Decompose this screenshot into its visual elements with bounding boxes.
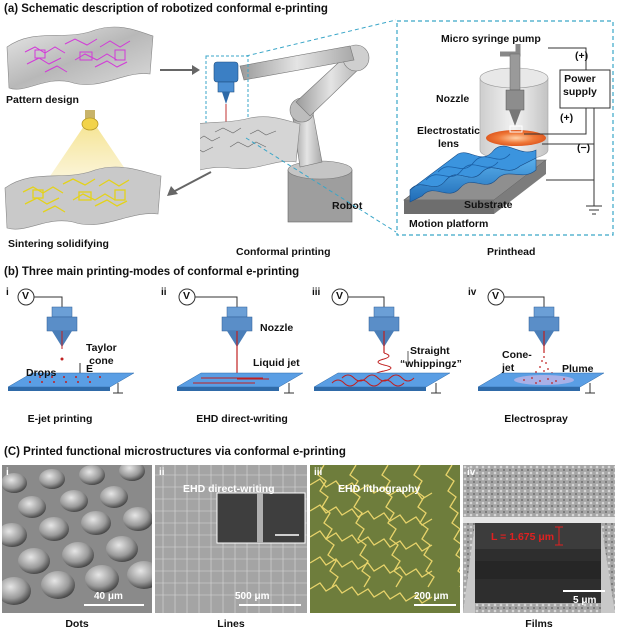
voltage-label: V xyxy=(183,290,191,302)
inset-label: EHD direct-writing xyxy=(183,483,275,495)
robot-label: Robot xyxy=(332,200,363,212)
grid-lines-pattern xyxy=(155,465,307,613)
mode-caption: EHD direct-writing xyxy=(196,413,288,425)
sintering-surface xyxy=(4,166,162,230)
mode-ii: ii V Nozzle Liquid jet EHD direct-writin… xyxy=(157,283,312,433)
thickness-label: L = 1.675 μm xyxy=(491,531,555,543)
image-caption: Films xyxy=(525,618,553,630)
image-caption: Dots xyxy=(65,618,89,630)
ehd-direct-writing-schematic xyxy=(176,288,304,394)
taylor-cone-label: Taylor cone xyxy=(86,342,117,367)
voltage-label: V xyxy=(22,290,30,302)
plus-terminal-2: (+) xyxy=(560,112,574,124)
film-cross-section xyxy=(463,465,615,613)
panel-b-title: (b) Three main printing-modes of conform… xyxy=(4,266,300,278)
nozzle-label-a: Nozzle xyxy=(436,93,470,105)
sintering-label: Sintering solidifying xyxy=(8,238,109,250)
electrostatic-lens-label: Electrostatic lens xyxy=(417,125,481,150)
mode-caption: E-jet printing xyxy=(27,413,93,425)
dots-pattern xyxy=(2,465,152,613)
cone-jet-label: Cone- jet xyxy=(502,349,532,374)
image-roman: ii xyxy=(159,467,165,478)
motion-platform-label: Motion platform xyxy=(409,218,489,230)
image-roman: iii xyxy=(314,467,323,478)
sem-image-dots: i 40 μm xyxy=(2,465,152,613)
eject-schematic xyxy=(7,288,135,394)
mode-i: i V Taylor cone Drops E E-jet printing xyxy=(0,283,155,433)
electrospray-schematic xyxy=(477,288,605,394)
micro-syringe-label: Micro syringe pump xyxy=(441,33,541,45)
lattice-pattern xyxy=(310,465,460,613)
whipping-schematic xyxy=(313,288,451,394)
plume-label: Plume xyxy=(562,363,594,375)
mode-iv: iv V Cone- jet Plume Electrospray xyxy=(466,283,616,433)
mode-caption: Electrospray xyxy=(504,413,568,425)
whipping-label: “whippingz” xyxy=(400,358,462,370)
drops-label: Drops xyxy=(26,367,57,379)
conformal-printing-label: Conformal printing xyxy=(236,246,331,258)
inset-label: EHD lithography xyxy=(338,483,421,495)
pattern-design-label: Pattern design xyxy=(6,94,79,106)
mode-roman: iv xyxy=(468,287,477,298)
sem-image-films: iv L = 1.675 μm 5 μm xyxy=(463,465,615,613)
arrow-right-icon xyxy=(160,65,200,75)
optical-image-lithography: iii EHD lithography 200 μm xyxy=(310,465,460,613)
panel-a-title: (a) Schematic description of robotized c… xyxy=(4,3,328,15)
pattern-design-surface xyxy=(6,26,154,90)
mode-roman: i xyxy=(6,287,9,298)
image-caption: Lines xyxy=(217,618,245,630)
scale-bar-label: 5 μm xyxy=(573,595,597,606)
mode-roman: iii xyxy=(312,287,321,298)
image-roman: iv xyxy=(467,467,476,478)
minus-terminal: (−) xyxy=(577,142,591,154)
sem-image-lines: ii EHD direct-writing 500 μm xyxy=(155,465,307,613)
robot-arm-illustration xyxy=(200,44,370,223)
mode-iii: iii V Straight “whippingz” xyxy=(310,283,470,433)
nozzle-label-b: Nozzle xyxy=(260,322,294,334)
arrow-down-left-icon xyxy=(167,171,212,196)
voltage-label: V xyxy=(492,290,500,302)
scale-bar-label: 200 μm xyxy=(414,591,449,602)
e-field-label: E xyxy=(86,363,94,375)
voltage-label: V xyxy=(336,290,344,302)
panel-c-title: (C) Printed functional microstructures v… xyxy=(4,446,346,458)
zoom-connector-lines xyxy=(245,19,397,233)
substrate-label: Substrate xyxy=(464,199,513,211)
printhead-detail xyxy=(396,20,614,236)
plus-terminal-1: (+) xyxy=(575,50,589,62)
power-supply-label: Power supply xyxy=(563,73,597,98)
liquid-jet-label: Liquid jet xyxy=(253,357,300,369)
image-roman: i xyxy=(6,467,9,478)
straight-label: Straight xyxy=(410,345,450,357)
mode-roman: ii xyxy=(161,287,167,298)
scale-bar-label: 500 μm xyxy=(235,591,270,602)
printhead-label: Printhead xyxy=(487,246,536,258)
scale-bar-label: 40 μm xyxy=(94,591,123,602)
